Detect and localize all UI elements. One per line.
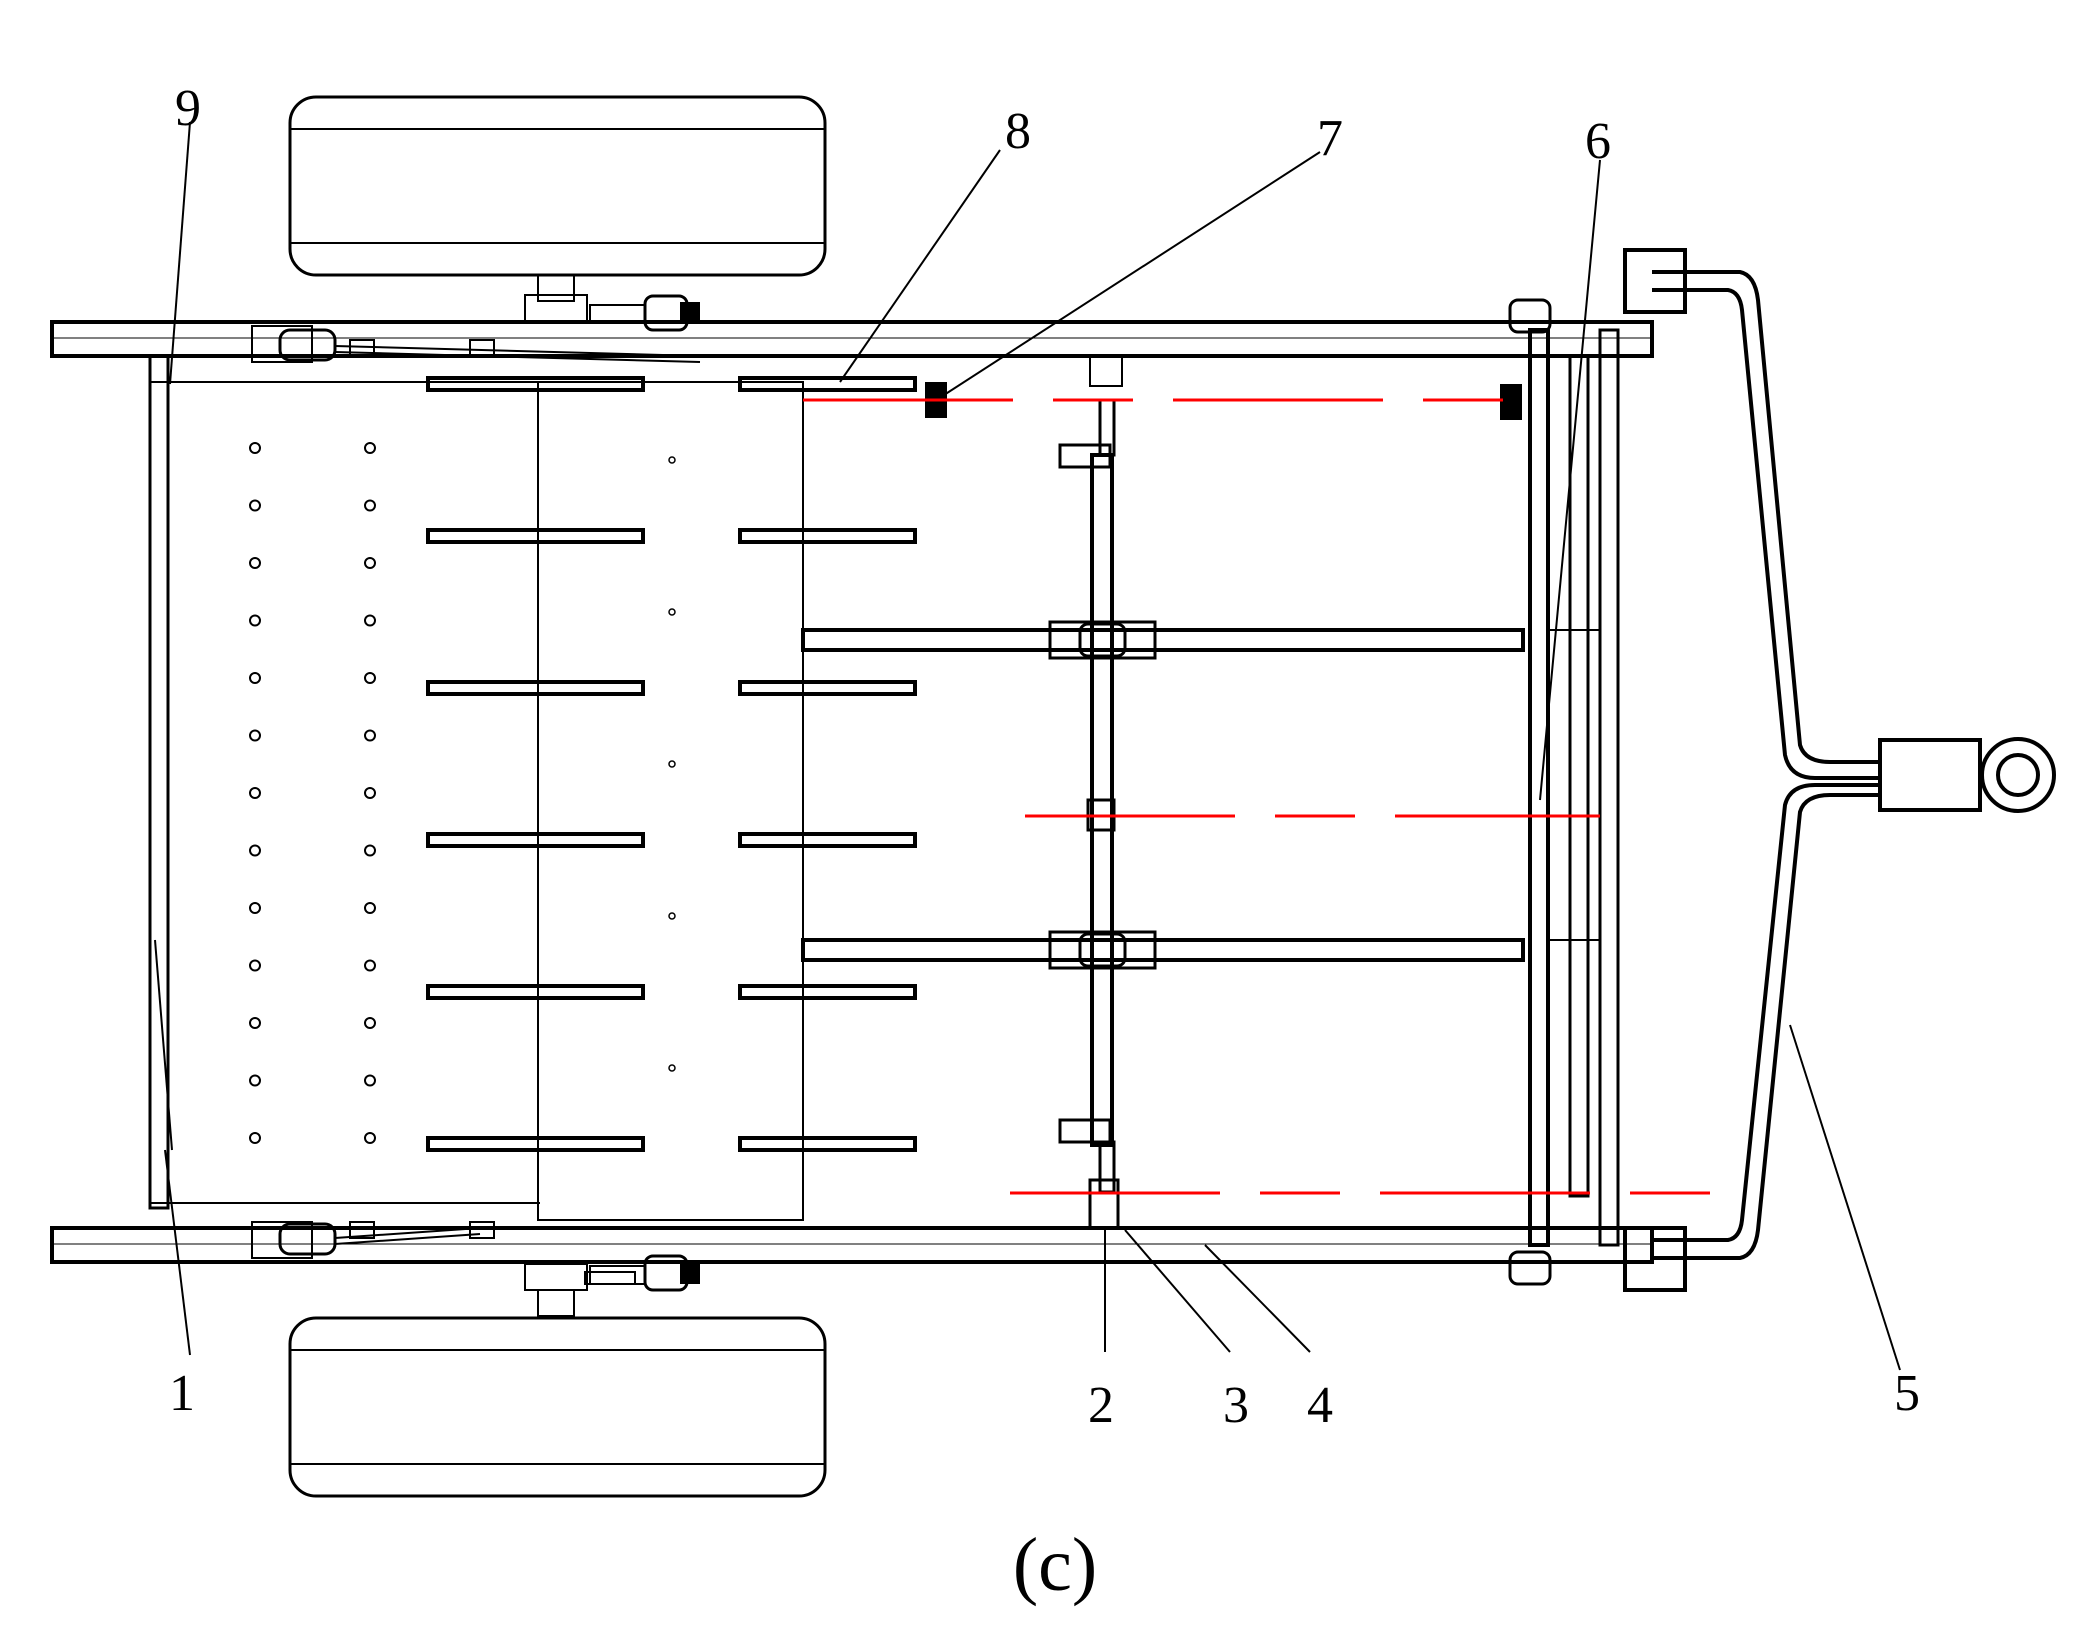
plate-hole [249,1132,261,1144]
rotor-blade [426,680,645,696]
rotor-blade [738,680,917,696]
top-side-rail [50,320,1654,358]
drum-dot [668,456,676,464]
rotor-blade [426,984,645,1000]
plate-hole [249,959,261,972]
plate-hole [364,499,376,512]
front-cross-beam [1508,298,1620,1286]
plate-hole [364,557,376,569]
plate-hole [249,499,261,512]
plate-hole [249,614,261,627]
plate-hole [364,442,376,454]
plate-hole [364,672,376,684]
rotor-drum-dots [668,456,676,1072]
plate-hole [364,1017,376,1029]
drum-dot [668,1064,676,1072]
part-label-6: 6 [1585,113,1611,170]
plate-hole [364,1132,376,1144]
rotor-blade [738,984,917,1000]
perforated-plate [167,381,539,1204]
bottom-linkage [251,1221,636,1285]
part-label-7: 7 [1317,110,1343,167]
plate-hole [364,902,376,914]
cross-bar-lower [801,938,1525,962]
hitch-frame [1623,248,2056,1292]
perforated-plate-holes [249,442,376,1144]
bracket-part-2-3 [1088,355,1123,1230]
rear-frame [148,354,540,1210]
rotor-blades [426,376,917,1152]
part-label-2: 2 [1088,1377,1114,1434]
top-axle-hub [524,274,700,332]
bottom-axle-hub [524,1254,700,1317]
rotor-blade [738,832,917,848]
rotor-drum [537,381,804,1221]
plate-hole [364,787,376,799]
leader-lines [164,121,1901,1371]
bottom-side-rail [50,1226,1654,1264]
part-label-3: 3 [1223,1377,1249,1434]
plate-hole [249,442,261,454]
plate-hole [249,1074,261,1087]
part-label-8: 8 [1005,103,1031,160]
plate-hole [364,959,376,972]
plate-hole [364,844,376,857]
figure-caption: (c) [1013,1523,1097,1607]
vertical-pipe [1058,398,1116,1194]
axis-lines [803,398,1720,1195]
plate-hole [249,1017,261,1029]
plate-hole [249,902,261,914]
plate-hole [364,614,376,627]
drum-dot [668,608,676,616]
part-label-9: 9 [175,80,201,137]
rotor-blade [738,376,917,392]
rotor-blade [738,528,917,544]
rotor-blade [426,528,645,544]
pipe-clamp-upper [1048,620,1157,660]
rotor-blade [426,1136,645,1152]
part-label-5: 5 [1894,1365,1920,1422]
part-label-1: 1 [169,1365,195,1422]
top-linkage [251,325,701,363]
rotor-blade [426,832,645,848]
bottom-wheel [288,1316,827,1498]
plate-hole [249,557,261,569]
drum-dot [668,760,676,768]
cross-bar-upper [801,628,1525,652]
top-wheel [288,95,827,277]
drum-dot [668,912,676,920]
rotor-blade [738,1136,917,1152]
plate-hole [249,672,261,684]
pipe-clamp-lower [1048,930,1157,970]
plate-hole [364,1074,376,1087]
part-label-4: 4 [1307,1377,1333,1434]
plate-hole [249,787,261,799]
plate-hole [364,729,376,742]
plate-hole [249,729,261,742]
plate-hole [249,844,261,857]
rotor-blade [426,376,645,392]
